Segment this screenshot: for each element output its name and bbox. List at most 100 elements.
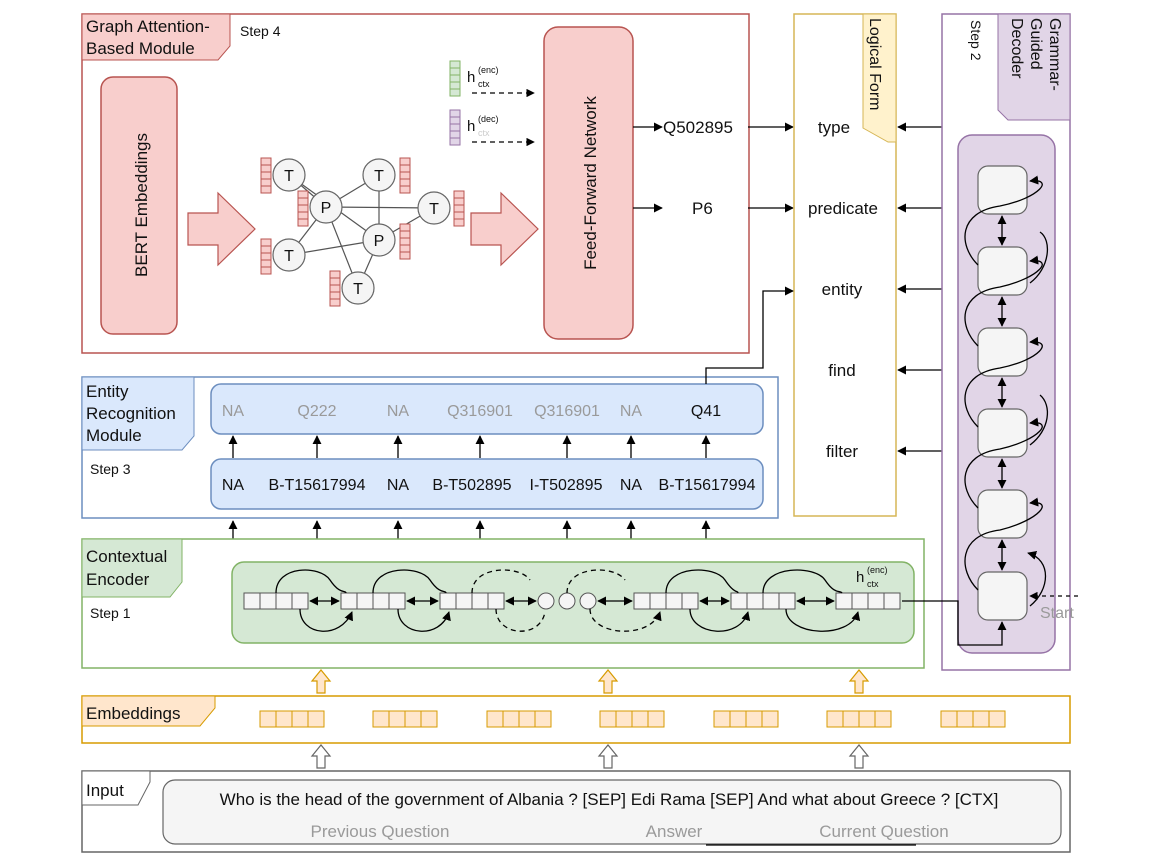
ffn-output-type: Q502895 — [663, 118, 733, 137]
svg-text:T: T — [353, 281, 363, 298]
encoder-h-ctx: h — [856, 569, 864, 586]
segment-previous-question: Previous Question — [311, 822, 450, 841]
encoder-token-vectors — [243, 592, 901, 610]
flow-arrow-2 — [470, 191, 539, 267]
el-label-q41: Q41 — [691, 403, 721, 420]
tag-label: B-T15617994 — [269, 477, 366, 494]
feed-forward-network-box — [543, 26, 634, 340]
bert-embeddings-label: BERT Embeddings — [132, 133, 151, 277]
graph-attention-module: Graph Attention- Based Module Step 4 BER… — [81, 13, 750, 354]
svg-text:ctx: ctx — [867, 579, 879, 589]
input-text: Who is the head of the government of Alb… — [220, 790, 999, 809]
decoder-to-lf-arrows — [897, 122, 942, 456]
tag-label: NA — [222, 477, 245, 494]
step-2-label: Step 2 — [968, 20, 984, 61]
entity-recognition-module: Entity Recognition Module Step 3 NA Q222… — [81, 376, 779, 519]
segment-answer: Answer — [646, 822, 703, 841]
step-1-label: Step 1 — [90, 605, 131, 621]
logical-form-panel: Logical Form type predicate entity find … — [793, 13, 897, 517]
decoder-title-1: Grammar- — [1046, 18, 1063, 91]
embeddings-layer: Embeddings — [81, 669, 1071, 744]
tag-label: NA — [620, 477, 643, 494]
svg-text:T: T — [284, 248, 294, 265]
embedding-to-encoder-arrows — [310, 669, 870, 694]
embedding-vectors — [259, 710, 1006, 728]
graph-node-t3: T — [417, 191, 451, 225]
el-label: NA — [620, 403, 643, 420]
svg-text:(enc): (enc) — [478, 65, 499, 75]
graph-nodes: T T P T P T T — [272, 158, 451, 305]
encoder-curved-links — [275, 569, 861, 632]
graph-node-p1: P — [309, 190, 343, 224]
contextual-encoder: Contextual Encoder Step 1 — [81, 538, 925, 669]
entity-module-title-2: Recognition — [86, 404, 176, 423]
el-label: Q316901 — [447, 403, 513, 420]
q41-to-entity-link — [705, 286, 794, 384]
decoder-cell — [977, 571, 1028, 621]
encoder-title-2: Encoder — [86, 570, 150, 589]
svg-text:(enc): (enc) — [867, 565, 888, 575]
graph-node-t1: T — [272, 158, 306, 192]
decoder-title-2: Guided — [1027, 18, 1044, 70]
encoder-title-1: Contextual — [86, 547, 167, 566]
input-text-box — [162, 779, 1062, 845]
entity-row-arrows — [228, 435, 711, 458]
el-label: Q222 — [297, 403, 336, 420]
decoder-cell — [977, 408, 1028, 458]
entity-tagging-row — [210, 458, 764, 510]
entity-linking-labels: NA Q222 NA Q316901 Q316901 NA Q41 — [222, 403, 721, 420]
lf-item-filter: filter — [826, 442, 858, 461]
decoder-start-label: Start — [1040, 605, 1074, 622]
lf-item-find: find — [828, 361, 855, 380]
step-4-label: Step 4 — [240, 23, 281, 39]
h-ctx-enc-stack: h (enc) ctx — [449, 60, 535, 98]
ffn-output-predicate: P6 — [692, 199, 713, 218]
decoder-cell — [977, 489, 1028, 539]
decoder-title-3: Decoder — [1008, 18, 1025, 79]
input-title: Input — [86, 781, 124, 800]
decoder-curved-links — [964, 175, 1049, 607]
el-label: NA — [222, 403, 245, 420]
el-label: NA — [387, 403, 410, 420]
input-layer: Input Who is the head of the government … — [81, 744, 1071, 853]
tag-label: NA — [387, 477, 410, 494]
tag-label: B-T502895 — [432, 477, 511, 494]
lf-item-type: type — [818, 118, 850, 137]
encoder-to-entity-arrows — [228, 520, 711, 539]
decoder-cell — [977, 327, 1028, 377]
entity-module-title-3: Module — [86, 426, 142, 445]
graph-node-p2: P — [362, 223, 396, 257]
encoder-to-decoder-link — [902, 600, 1007, 646]
svg-text:h: h — [467, 69, 475, 86]
graph-node-t4: T — [272, 238, 306, 272]
logical-form-title: Logical Form — [866, 18, 883, 110]
graph-node-t2: T — [362, 158, 396, 192]
step-3-label: Step 3 — [90, 461, 131, 477]
entity-linking-row — [210, 383, 764, 435]
svg-text:T: T — [374, 168, 384, 185]
lf-item-entity: entity — [822, 280, 863, 299]
svg-text:P: P — [374, 233, 385, 250]
graph-module-title-2: Based Module — [86, 39, 195, 58]
decoder-cell — [977, 246, 1028, 296]
svg-text:h: h — [467, 118, 475, 135]
svg-text:ctx: ctx — [478, 128, 490, 138]
graph-module-title-1: Graph Attention- — [86, 17, 210, 36]
entity-tagging-labels: NA B-T15617994 NA B-T502895 I-T502895 NA… — [222, 477, 756, 494]
feed-forward-network-label: Feed-Forward Network — [581, 96, 600, 270]
grammar-guided-decoder: Grammar- Guided Decoder Step 2 — [941, 13, 1078, 671]
flow-arrow-1 — [187, 191, 256, 267]
svg-text:T: T — [284, 168, 294, 185]
tag-label: I-T502895 — [530, 477, 603, 494]
svg-text:ctx: ctx — [478, 79, 490, 89]
lf-item-predicate: predicate — [808, 199, 878, 218]
segment-current-question: Current Question — [819, 822, 948, 841]
svg-text:P: P — [321, 200, 332, 217]
tag-label: B-T15617994 — [659, 477, 756, 494]
bert-embeddings-box — [100, 76, 178, 335]
entity-module-title-1: Entity — [86, 382, 129, 401]
el-label: Q316901 — [534, 403, 600, 420]
svg-text:T: T — [429, 201, 439, 218]
